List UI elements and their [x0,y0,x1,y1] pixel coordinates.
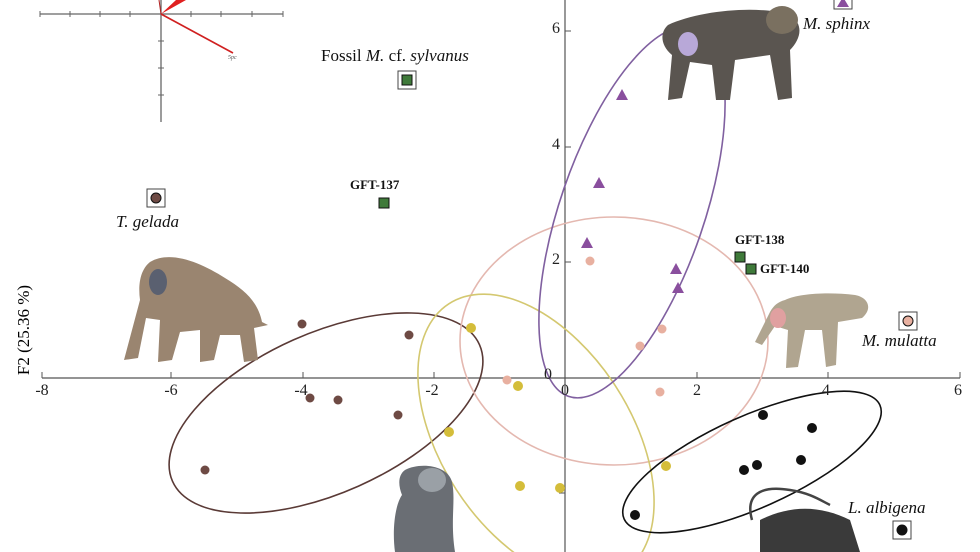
data-point [585,256,595,266]
data-point [200,465,210,475]
ellipse-m-mulatta [459,216,769,466]
data-point [655,387,665,397]
y-tick-label: 4 [552,136,560,153]
gelada-illustration [124,257,268,362]
mean-m-sphinx [837,0,849,7]
series-m-mulatta [502,256,667,397]
mandrill-illustration [662,6,800,100]
data-point [513,381,523,391]
data-point [466,323,476,333]
gft-138-label: GFT-138 [735,232,785,247]
loading-vectors-icon [161,0,186,14]
m-mulatta-label: M. mulatta [862,331,937,350]
data-point [297,319,307,329]
gft-137-label: GFT-137 [350,177,400,192]
series-t-gelada [200,319,414,475]
x-tick-label: -4 [294,382,308,399]
x-tick-label: 0 [561,382,569,399]
mean-fossil-msylvanus [401,74,413,86]
data-point [555,483,565,493]
y-tick-label: 6 [552,20,560,37]
animal-illustrations [124,6,869,552]
ellipse-t-gelada [168,312,484,514]
label-cf: cf. [384,46,411,65]
x-tick-label: -8 [35,382,49,399]
ellipse-l-albigena [621,390,883,534]
data-point [796,455,806,465]
fossil-gft-138 [734,251,746,263]
mean-m-mulatta [902,315,914,327]
t-gelada-label: T. gelada [116,212,179,231]
ellipse-yellow [417,293,655,552]
data-point [444,427,454,437]
l-albigena-label: L. albigena [848,498,926,517]
axes [41,0,961,552]
macaque-illustration [755,293,869,368]
x-tick-label: -2 [425,382,439,399]
gft-140-label: GFT-140 [760,261,810,276]
data-point-triangle [670,263,682,274]
label-prefix: Fossil [321,46,366,65]
data-point-triangle [616,89,628,100]
label-genus: M. [365,46,385,65]
fossil-msylvanus-label: Fossil M. cf. sylvanus [321,46,469,66]
data-point [807,423,817,433]
data-point-triangle [581,237,593,248]
m-sphinx-label: M. sphinx [803,14,871,33]
data-point [661,461,671,471]
x-tick-label: -6 [164,382,178,399]
x-tick-label: 2 [693,382,701,399]
group-means [146,0,918,540]
series-m-sphinx [581,89,684,293]
y-tick-label: 2 [552,251,560,268]
x-tick-label: 6 [954,382,962,399]
data-point [739,465,749,475]
data-point [502,375,512,385]
y-tick-label: 0 [544,366,552,383]
fossil-gft-140 [745,263,757,275]
data-point [752,460,762,470]
data-point [630,510,640,520]
albigena-illustration [749,487,860,552]
data-point [758,410,768,420]
data-point [515,481,525,491]
data-point [404,330,414,340]
y-axis-label: F2 (25.36 %) [14,284,33,376]
inset-biplot [39,0,284,122]
data-point [333,395,343,405]
data-point [393,410,403,420]
mean-l-albigena [896,524,908,536]
inset-vector-label: 5pc [228,55,237,61]
series-yellow [444,323,671,493]
mangabey-sitting-illustration [393,465,455,552]
data-point-triangle [672,282,684,293]
data-point [657,324,667,334]
label-species: sylvanus [410,46,469,65]
series-fossils [378,197,757,275]
series-l-albigena [630,410,817,520]
x-tick-label: 4 [822,382,830,399]
confidence-ellipses [168,25,883,552]
data-point [635,341,645,351]
data-point [305,393,315,403]
data-point-triangle [593,177,605,188]
fossil-gft-137 [378,197,390,209]
mean-t-gelada [150,192,162,204]
